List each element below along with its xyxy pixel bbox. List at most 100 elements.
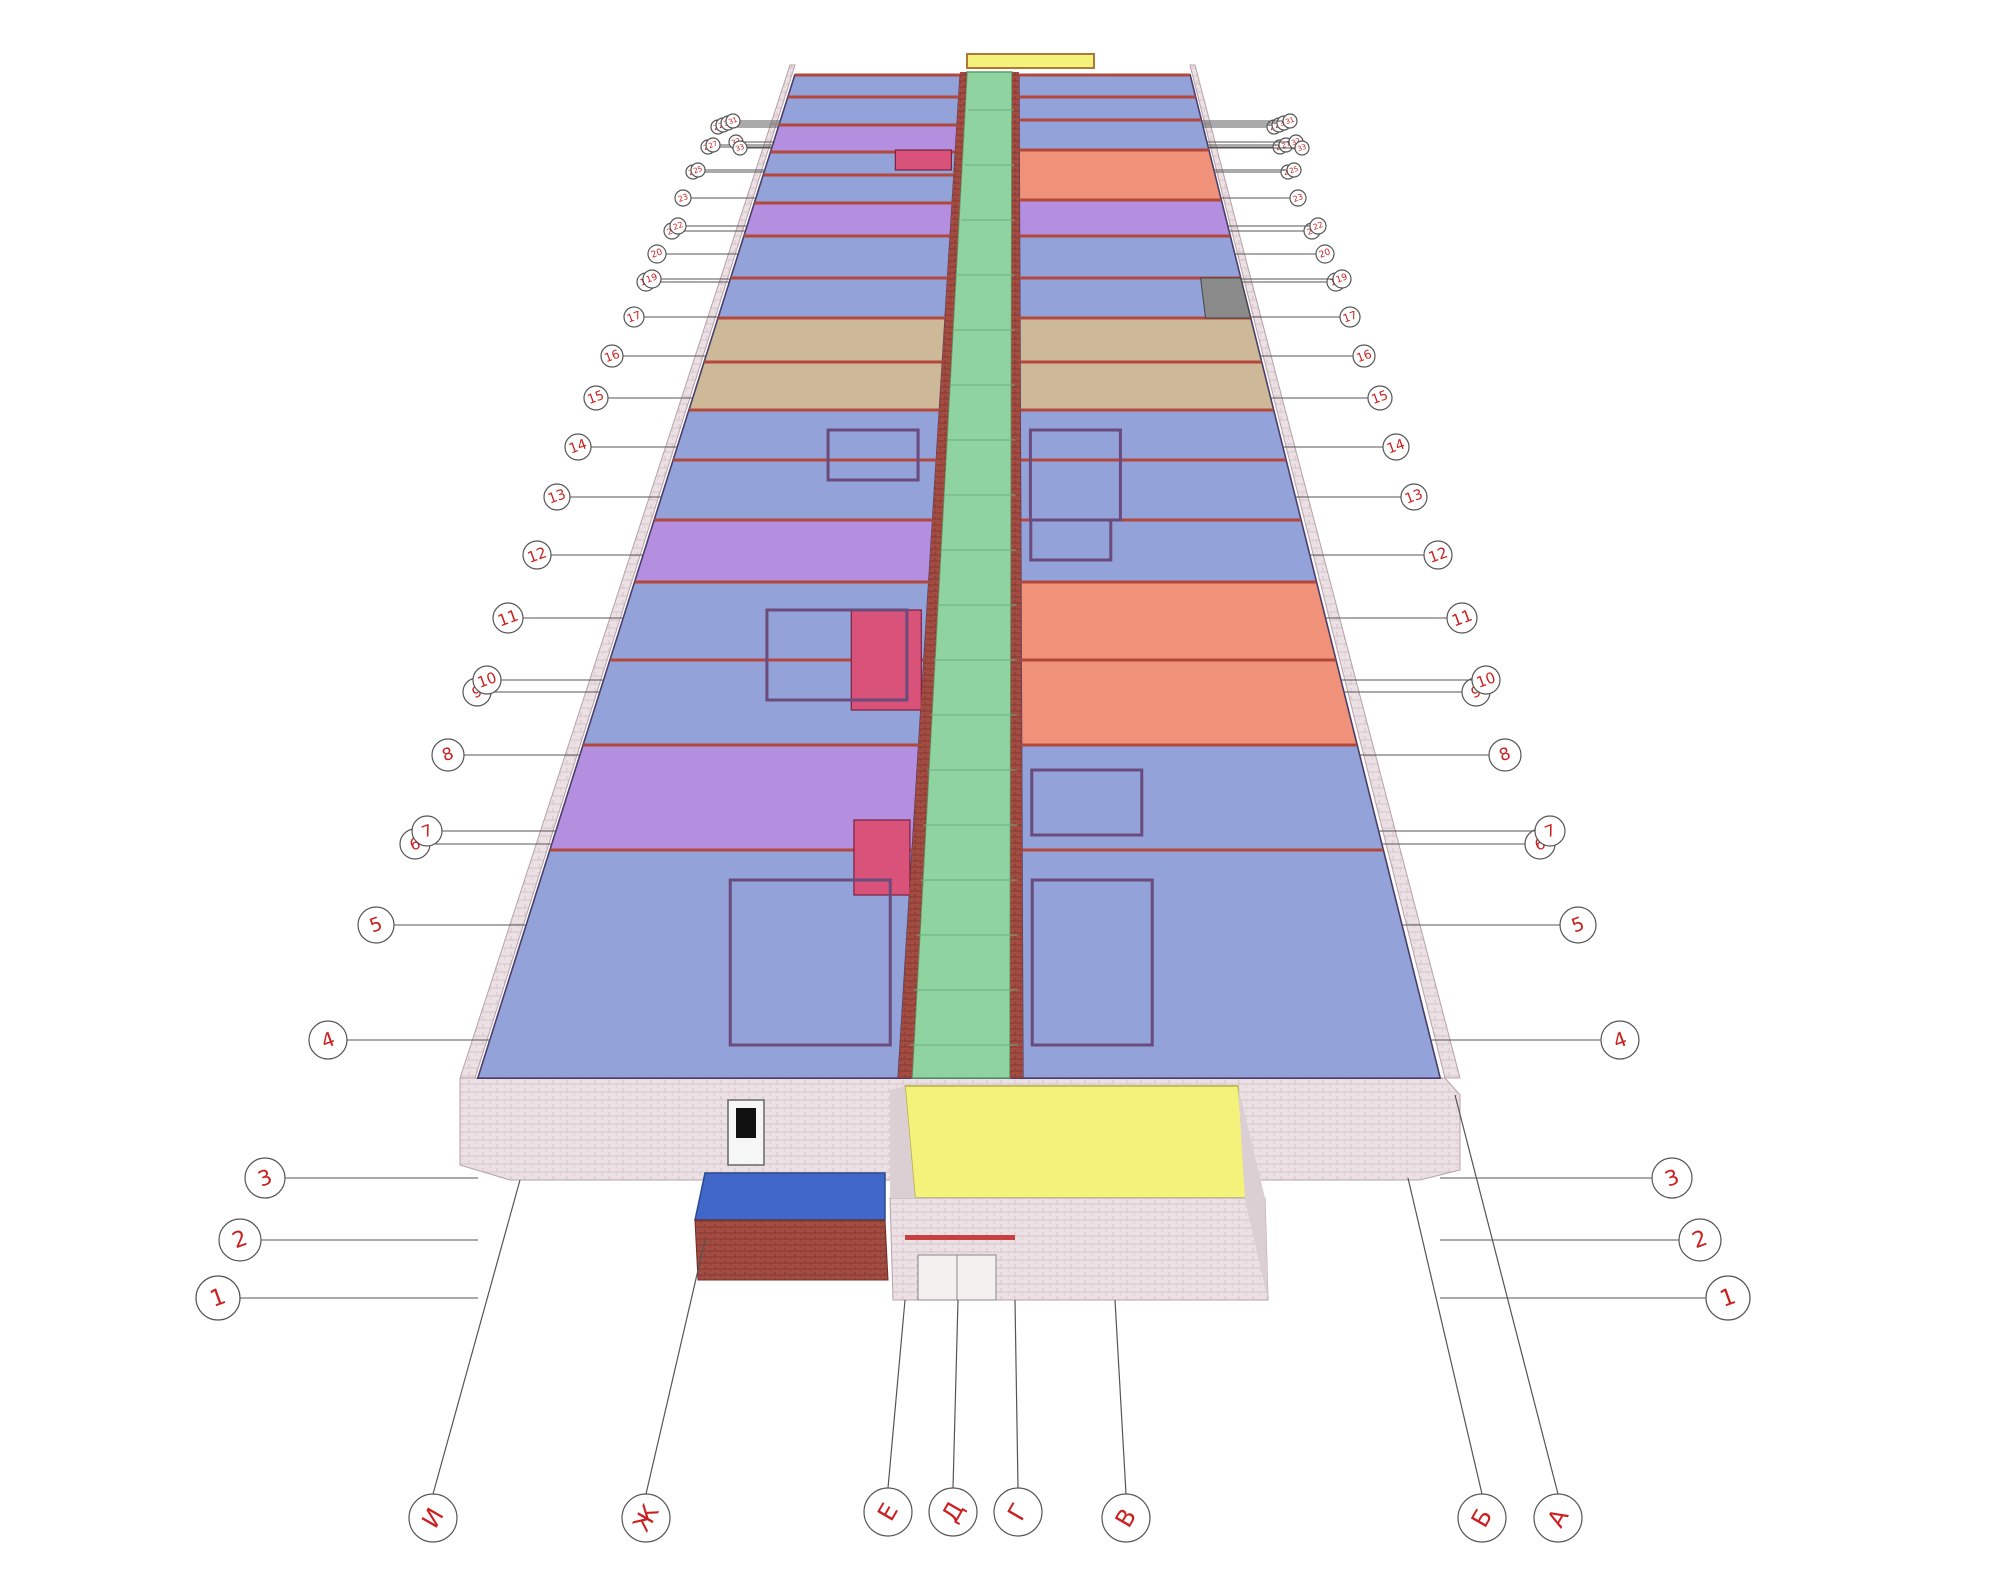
right-room-9 bbox=[1019, 361, 1275, 411]
entrance-vestibule-side bbox=[1238, 1086, 1268, 1300]
row-axis-bubble bbox=[674, 189, 692, 207]
left-room-3 bbox=[769, 124, 958, 153]
row-axis-bubble bbox=[583, 385, 609, 411]
column-axis-bubble bbox=[1533, 1493, 1583, 1543]
sanitary-room-3 bbox=[850, 609, 922, 711]
left-room-7 bbox=[730, 235, 951, 279]
left-room-10 bbox=[688, 361, 943, 411]
row-axis-bubble bbox=[1400, 483, 1428, 511]
front-window-pane bbox=[736, 1108, 756, 1138]
row-axis-bubble bbox=[1282, 113, 1298, 129]
row-axis-bubble bbox=[623, 306, 645, 328]
right-room-11 bbox=[1019, 459, 1302, 521]
row-axis-bubble bbox=[1309, 217, 1327, 235]
row-axis-bubble bbox=[522, 540, 552, 570]
bathroom-unit-7 bbox=[1029, 518, 1113, 562]
row-axis-bubble bbox=[195, 1275, 241, 1321]
sanitary-room-2 bbox=[853, 819, 911, 896]
right-room-5 bbox=[1018, 199, 1231, 237]
column-axis-line bbox=[887, 1299, 906, 1489]
row-axis-label: 33 bbox=[1296, 143, 1307, 154]
row-axis-label: 23 bbox=[1292, 192, 1305, 204]
column-axis-bubble bbox=[863, 1487, 913, 1537]
right-room-14 bbox=[1020, 659, 1358, 746]
row-axis-bubble bbox=[732, 140, 748, 156]
left-room-5 bbox=[753, 174, 955, 204]
right-room-10 bbox=[1019, 409, 1287, 461]
bathroom-unit-4 bbox=[1030, 768, 1144, 837]
row-axis-label: 31 bbox=[1284, 116, 1295, 127]
bathroom-unit-5 bbox=[1030, 878, 1154, 1047]
row-axis-label: 16 bbox=[602, 347, 621, 365]
row-axis-label: 32 bbox=[1290, 137, 1301, 148]
row-axis-label: 15 bbox=[586, 388, 607, 408]
bathroom-unit-1 bbox=[765, 608, 909, 702]
row-axis-bubble bbox=[411, 815, 443, 847]
row-axis-bubble bbox=[1534, 815, 1566, 847]
right-room-6 bbox=[1019, 235, 1242, 279]
right-room-4 bbox=[1018, 149, 1222, 201]
row-axis-bubble bbox=[705, 137, 721, 153]
row-axis-label: 20 bbox=[650, 247, 664, 260]
row-axis-bubble bbox=[1286, 162, 1302, 178]
row-axis-bubble bbox=[543, 483, 571, 511]
annex-wall bbox=[694, 1219, 889, 1281]
row-axis-bubble bbox=[492, 602, 524, 634]
row-axis-label: 23 bbox=[677, 192, 690, 204]
row-axis-bubble bbox=[1488, 738, 1522, 772]
left-room-6 bbox=[743, 202, 953, 237]
row-axis-label: 22 bbox=[1312, 220, 1325, 232]
row-axis-bubble bbox=[1315, 244, 1335, 264]
column-axis-bubble bbox=[621, 1493, 671, 1543]
row-axis-label: 27 bbox=[707, 140, 718, 151]
bathroom-unit-2 bbox=[728, 878, 892, 1047]
column-axis-line bbox=[1014, 1299, 1019, 1489]
column-axis-line bbox=[645, 1239, 706, 1495]
left-room-1 bbox=[787, 74, 961, 98]
row-axis-label: 22 bbox=[672, 220, 685, 232]
column-axis-bubble bbox=[1457, 1493, 1507, 1543]
sanitary-room-1 bbox=[894, 149, 952, 171]
corridor-left-wall bbox=[898, 72, 967, 1078]
rear-entrance bbox=[966, 53, 1095, 69]
column-axis-bubble bbox=[408, 1493, 458, 1543]
row-axis-label: 19 bbox=[645, 272, 659, 285]
right-room-13 bbox=[1020, 581, 1337, 661]
row-axis-label: 33 bbox=[734, 143, 745, 154]
rooms-layer bbox=[477, 73, 1441, 1079]
column-axis-line bbox=[1454, 1094, 1559, 1495]
row-axis-bubble bbox=[647, 244, 667, 264]
column-axis-line bbox=[1407, 1177, 1483, 1495]
row-axis-bubble bbox=[1289, 189, 1307, 207]
row-axis-bubble bbox=[725, 113, 741, 129]
entrance-vestibule-floor bbox=[904, 1085, 1251, 1199]
row-axis-bubble bbox=[244, 1157, 286, 1199]
row-axis-bubble bbox=[472, 665, 502, 695]
row-axis-bubble bbox=[1294, 140, 1310, 156]
column-axis-bubble bbox=[1101, 1493, 1151, 1543]
row-axis-label: 16 bbox=[1354, 347, 1373, 365]
row-axis-label: 10 bbox=[1474, 668, 1498, 691]
row-axis-label: 17 bbox=[625, 308, 643, 325]
column-axis-line bbox=[432, 1179, 521, 1495]
row-axis-label: 25 bbox=[692, 165, 703, 176]
row-axis-bubble bbox=[1423, 540, 1453, 570]
technical-room bbox=[1200, 277, 1252, 319]
row-axis-bubble bbox=[1446, 602, 1478, 634]
row-axis-bubble bbox=[1352, 344, 1376, 368]
row-axis-label: 15 bbox=[1370, 388, 1391, 408]
column-axis-line bbox=[1114, 1299, 1127, 1495]
left-room-9 bbox=[703, 317, 946, 363]
row-axis-bubble bbox=[1339, 306, 1361, 328]
outer-wall-right-face bbox=[1189, 64, 1461, 1079]
row-axis-bubble bbox=[690, 162, 706, 178]
left-room-13 bbox=[633, 519, 934, 583]
left-room-8 bbox=[717, 277, 949, 319]
right-room-12 bbox=[1020, 519, 1318, 583]
row-axis-label: 20 bbox=[1318, 247, 1332, 260]
row-axis-bubble bbox=[1382, 433, 1410, 461]
row-axis-label: 14 bbox=[567, 436, 589, 457]
row-axis-label: 13 bbox=[1403, 486, 1425, 507]
building-floor-plate bbox=[459, 53, 1461, 1301]
